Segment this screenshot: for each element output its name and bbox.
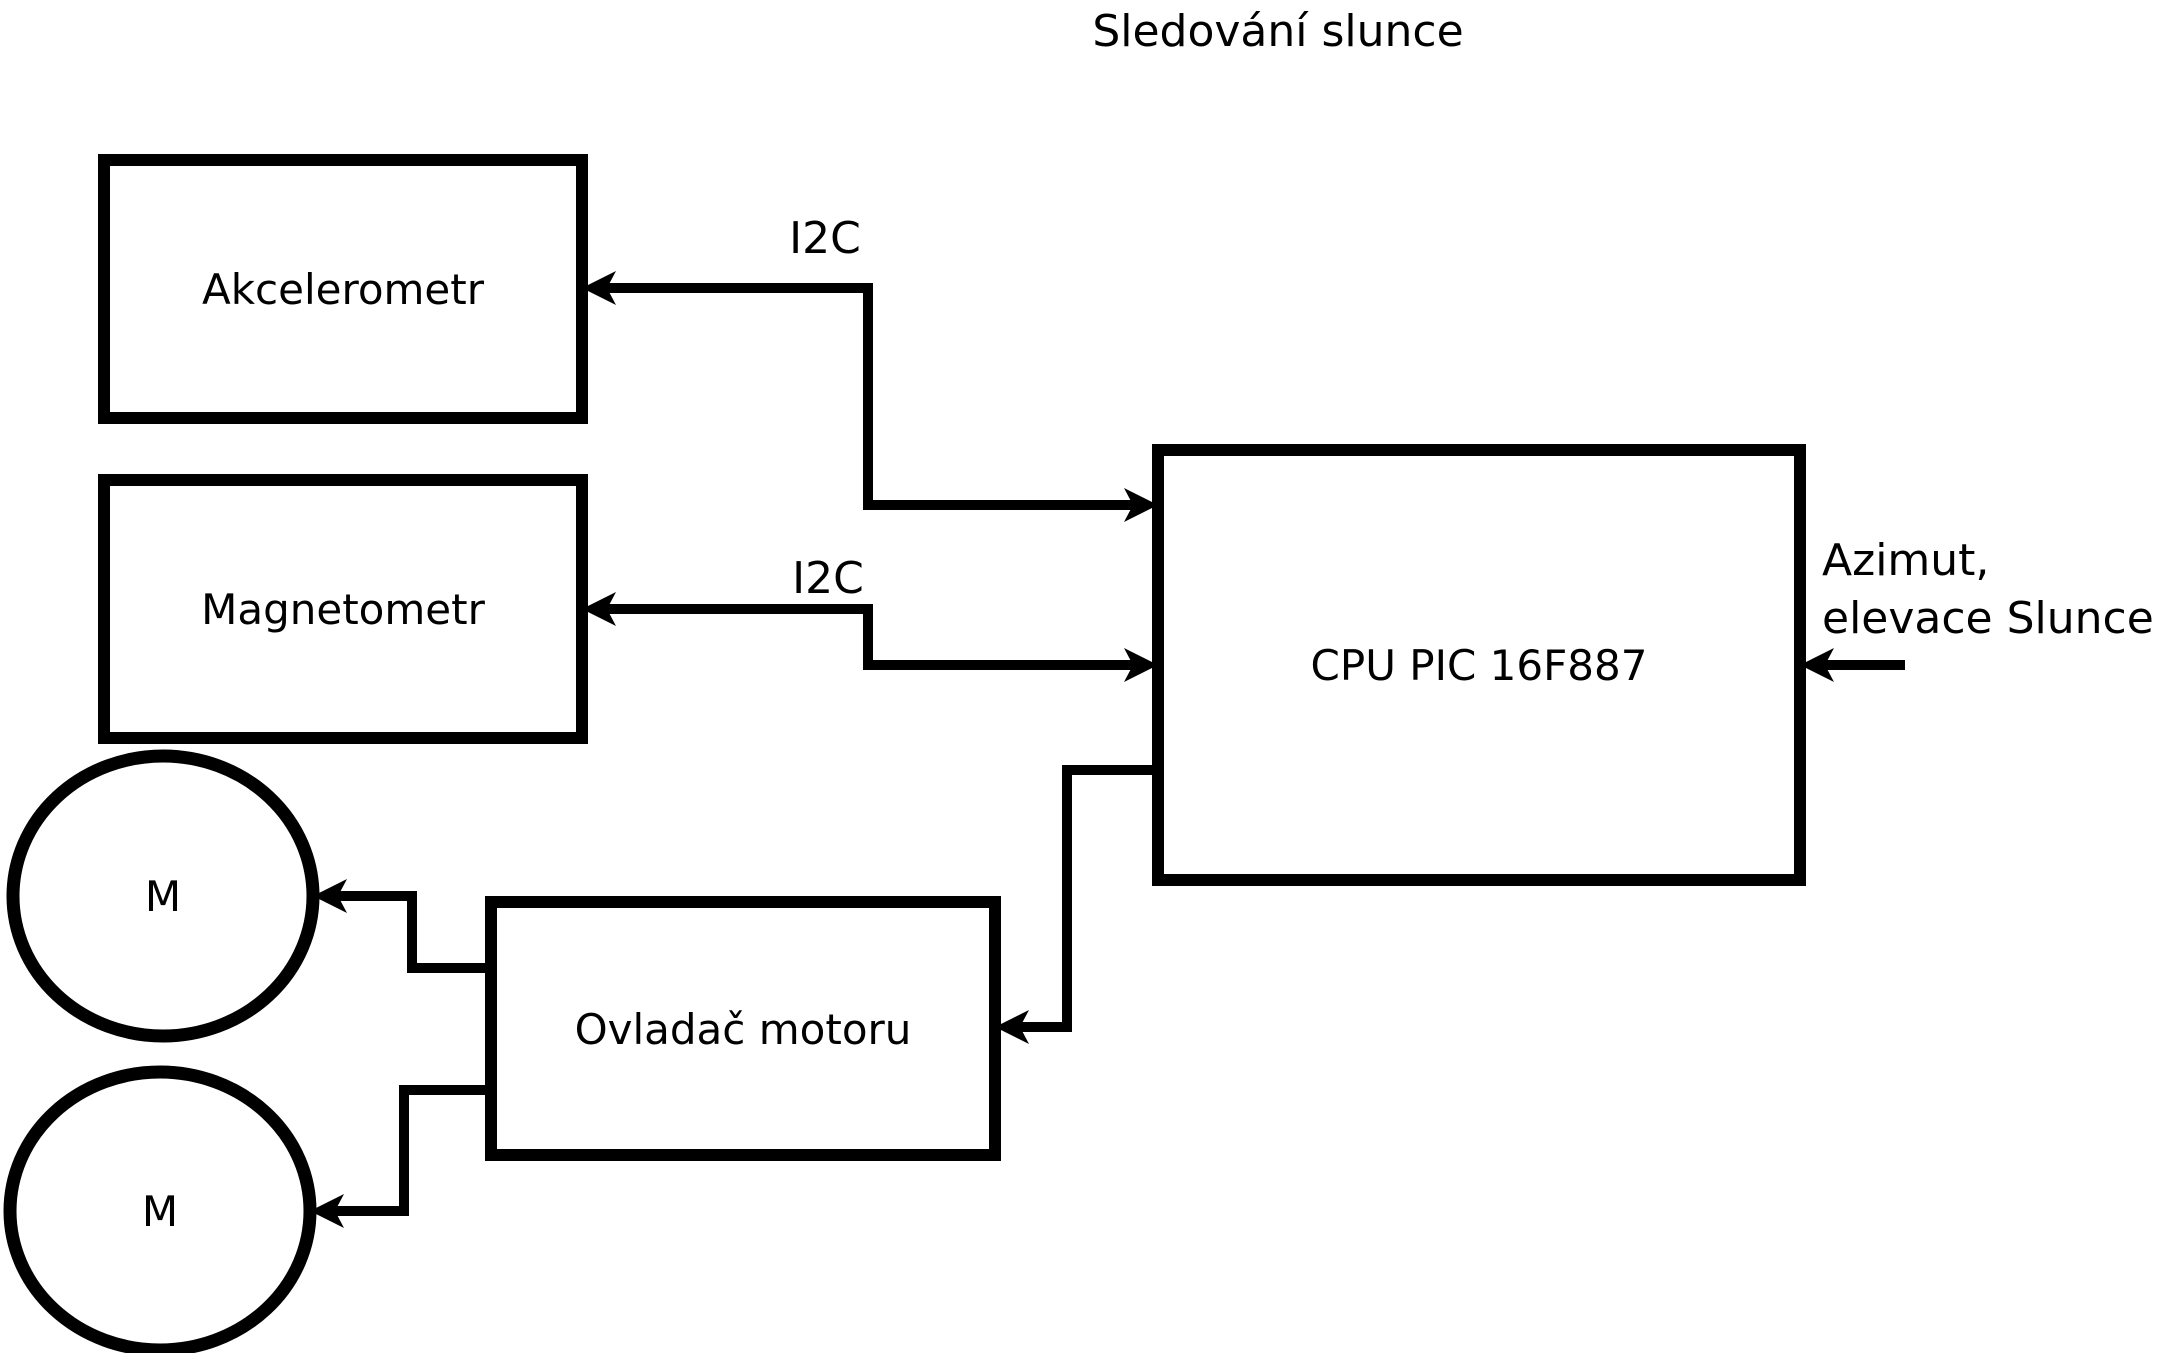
magnetometer-label: Magnetometr	[201, 585, 485, 634]
motor1-label: M	[145, 872, 181, 921]
magnetometer-block	[98, 474, 588, 744]
i2c-magnetometer-label: I2C	[792, 553, 864, 604]
i2c-accelerometer-label: I2C	[789, 213, 861, 264]
cpu-to-motor-driver-connector	[995, 765, 1158, 1044]
motor2-label: M	[142, 1187, 178, 1236]
diagram-title: Sledování slunce	[1092, 6, 1463, 57]
accelerometer-block	[98, 154, 588, 424]
motor-driver-label: Ovladač motoru	[575, 1005, 912, 1054]
motor-driver-to-motor2-connector	[310, 1085, 491, 1228]
cpu-block	[1152, 444, 1806, 886]
motor-driver-to-motor1-connector	[313, 879, 491, 973]
accelerometer-label: Akcelerometr	[202, 265, 485, 314]
cpu-label: CPU PIC 16F887	[1311, 641, 1648, 690]
i2c-magnetometer-connector	[582, 592, 1158, 682]
i2c-accelerometer-connector	[582, 271, 1158, 522]
sun-input-label-line1: Azimut,	[1822, 535, 1989, 586]
sun-input-label-line2: elevace Slunce	[1822, 593, 2154, 644]
